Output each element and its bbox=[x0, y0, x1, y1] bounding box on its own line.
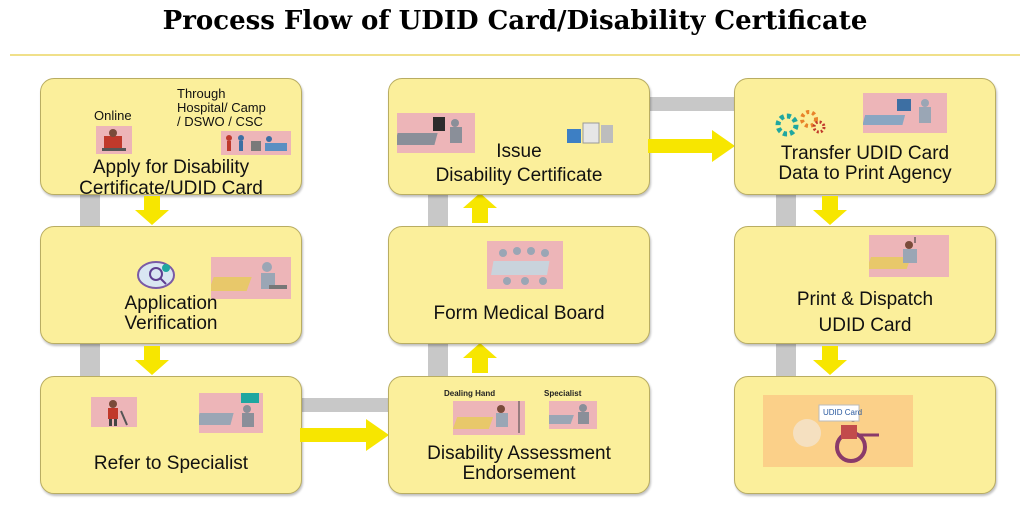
step-assess-label-line1: Disability Assessment bbox=[427, 443, 611, 464]
specialist-assessment-illustration bbox=[544, 401, 597, 429]
online-apply-illustration bbox=[96, 126, 132, 154]
udid-card-delivery-illustration: UDID Card bbox=[763, 395, 913, 467]
connector-transfer-print bbox=[776, 190, 796, 230]
gears-icon bbox=[773, 109, 829, 142]
arrow-up-assess-board bbox=[463, 343, 497, 373]
step-apply-box: Online Through Hospital/ Camp / DSWO / C… bbox=[40, 78, 302, 199]
certificate-issuer-illustration bbox=[394, 113, 475, 153]
step-transfer-box: Transfer UDID Card Data to Print Agency bbox=[734, 78, 996, 195]
dealing-hand-illustration bbox=[452, 401, 525, 435]
step-issue-label-line2: Disability Certificate bbox=[435, 165, 603, 186]
print-dispatch-illustration bbox=[866, 235, 949, 277]
step-assess-label-line2: Endorsement bbox=[462, 463, 576, 484]
step-verify-label-line1: Application bbox=[124, 293, 218, 314]
dealing-hand-label: Dealing Hand bbox=[444, 389, 496, 398]
connector-issue-transfer bbox=[645, 97, 737, 111]
step-assess-box: Dealing Hand Specialist Disability Asses… bbox=[388, 376, 650, 494]
page-title: Process Flow of UDID Card/Disability Cer… bbox=[162, 6, 868, 36]
medical-board-illustration bbox=[487, 241, 563, 289]
arrow-down-print-final bbox=[813, 346, 847, 375]
step-verify-box: Application Verification bbox=[40, 226, 302, 344]
certificate-documents-icon bbox=[565, 119, 617, 152]
udid-card-label: UDID Card bbox=[823, 408, 863, 417]
verification-desk-illustration bbox=[208, 257, 291, 299]
connector-print-final bbox=[776, 340, 796, 380]
offline-channel-line2: Hospital/ Camp bbox=[177, 100, 266, 115]
step-transfer-label-line2: Data to Print Agency bbox=[778, 163, 952, 184]
online-label: Online bbox=[94, 108, 132, 123]
step-board-label: Form Medical Board bbox=[433, 303, 605, 324]
connector-verify-refer bbox=[80, 340, 100, 380]
arrow-right-issue-transfer bbox=[648, 130, 735, 162]
arrow-down-apply-verify bbox=[135, 196, 169, 225]
patient-illustration bbox=[91, 397, 137, 427]
step-verify-label-line2: Verification bbox=[124, 313, 218, 334]
connector-refer-assess bbox=[298, 398, 390, 412]
arrow-down-transfer-print bbox=[813, 196, 847, 225]
step-refer-label: Refer to Specialist bbox=[93, 453, 249, 474]
step-issue-label-line1: Issue bbox=[496, 141, 542, 162]
specialist-label: Specialist bbox=[544, 389, 582, 398]
connector-board-issue bbox=[428, 190, 448, 230]
step-board-box: Form Medical Board bbox=[388, 226, 650, 344]
title-divider bbox=[10, 54, 1020, 56]
step-print-label-line2: UDID Card bbox=[818, 315, 912, 336]
step-apply-label-line2: Certificate/UDID Card bbox=[79, 178, 263, 199]
step-issue-box: Issue Disability Certificate bbox=[388, 78, 650, 195]
step-print-label-line1: Print & Dispatch bbox=[796, 289, 934, 310]
offline-channel-line1: Through bbox=[177, 86, 226, 101]
step-final-box: UDID Card bbox=[734, 376, 996, 494]
magnifier-gear-icon bbox=[136, 259, 180, 298]
connector-apply-verify bbox=[80, 190, 100, 230]
offline-channel-line3: / DSWO / CSC bbox=[177, 114, 263, 129]
arrow-down-verify-refer bbox=[135, 346, 169, 375]
data-transfer-illustration bbox=[862, 93, 947, 133]
step-transfer-label-line1: Transfer UDID Card bbox=[780, 143, 950, 164]
arrow-right-refer-assess bbox=[300, 419, 389, 451]
step-apply-label-line1: Apply for Disability bbox=[92, 157, 250, 178]
step-print-box: Print & Dispatch UDID Card bbox=[734, 226, 996, 344]
arrow-up-board-issue bbox=[463, 193, 497, 223]
offline-apply-illustration bbox=[221, 131, 291, 155]
specialist-desk-illustration bbox=[196, 393, 263, 433]
connector-assess-board bbox=[428, 340, 448, 380]
step-refer-box: Refer to Specialist bbox=[40, 376, 302, 494]
